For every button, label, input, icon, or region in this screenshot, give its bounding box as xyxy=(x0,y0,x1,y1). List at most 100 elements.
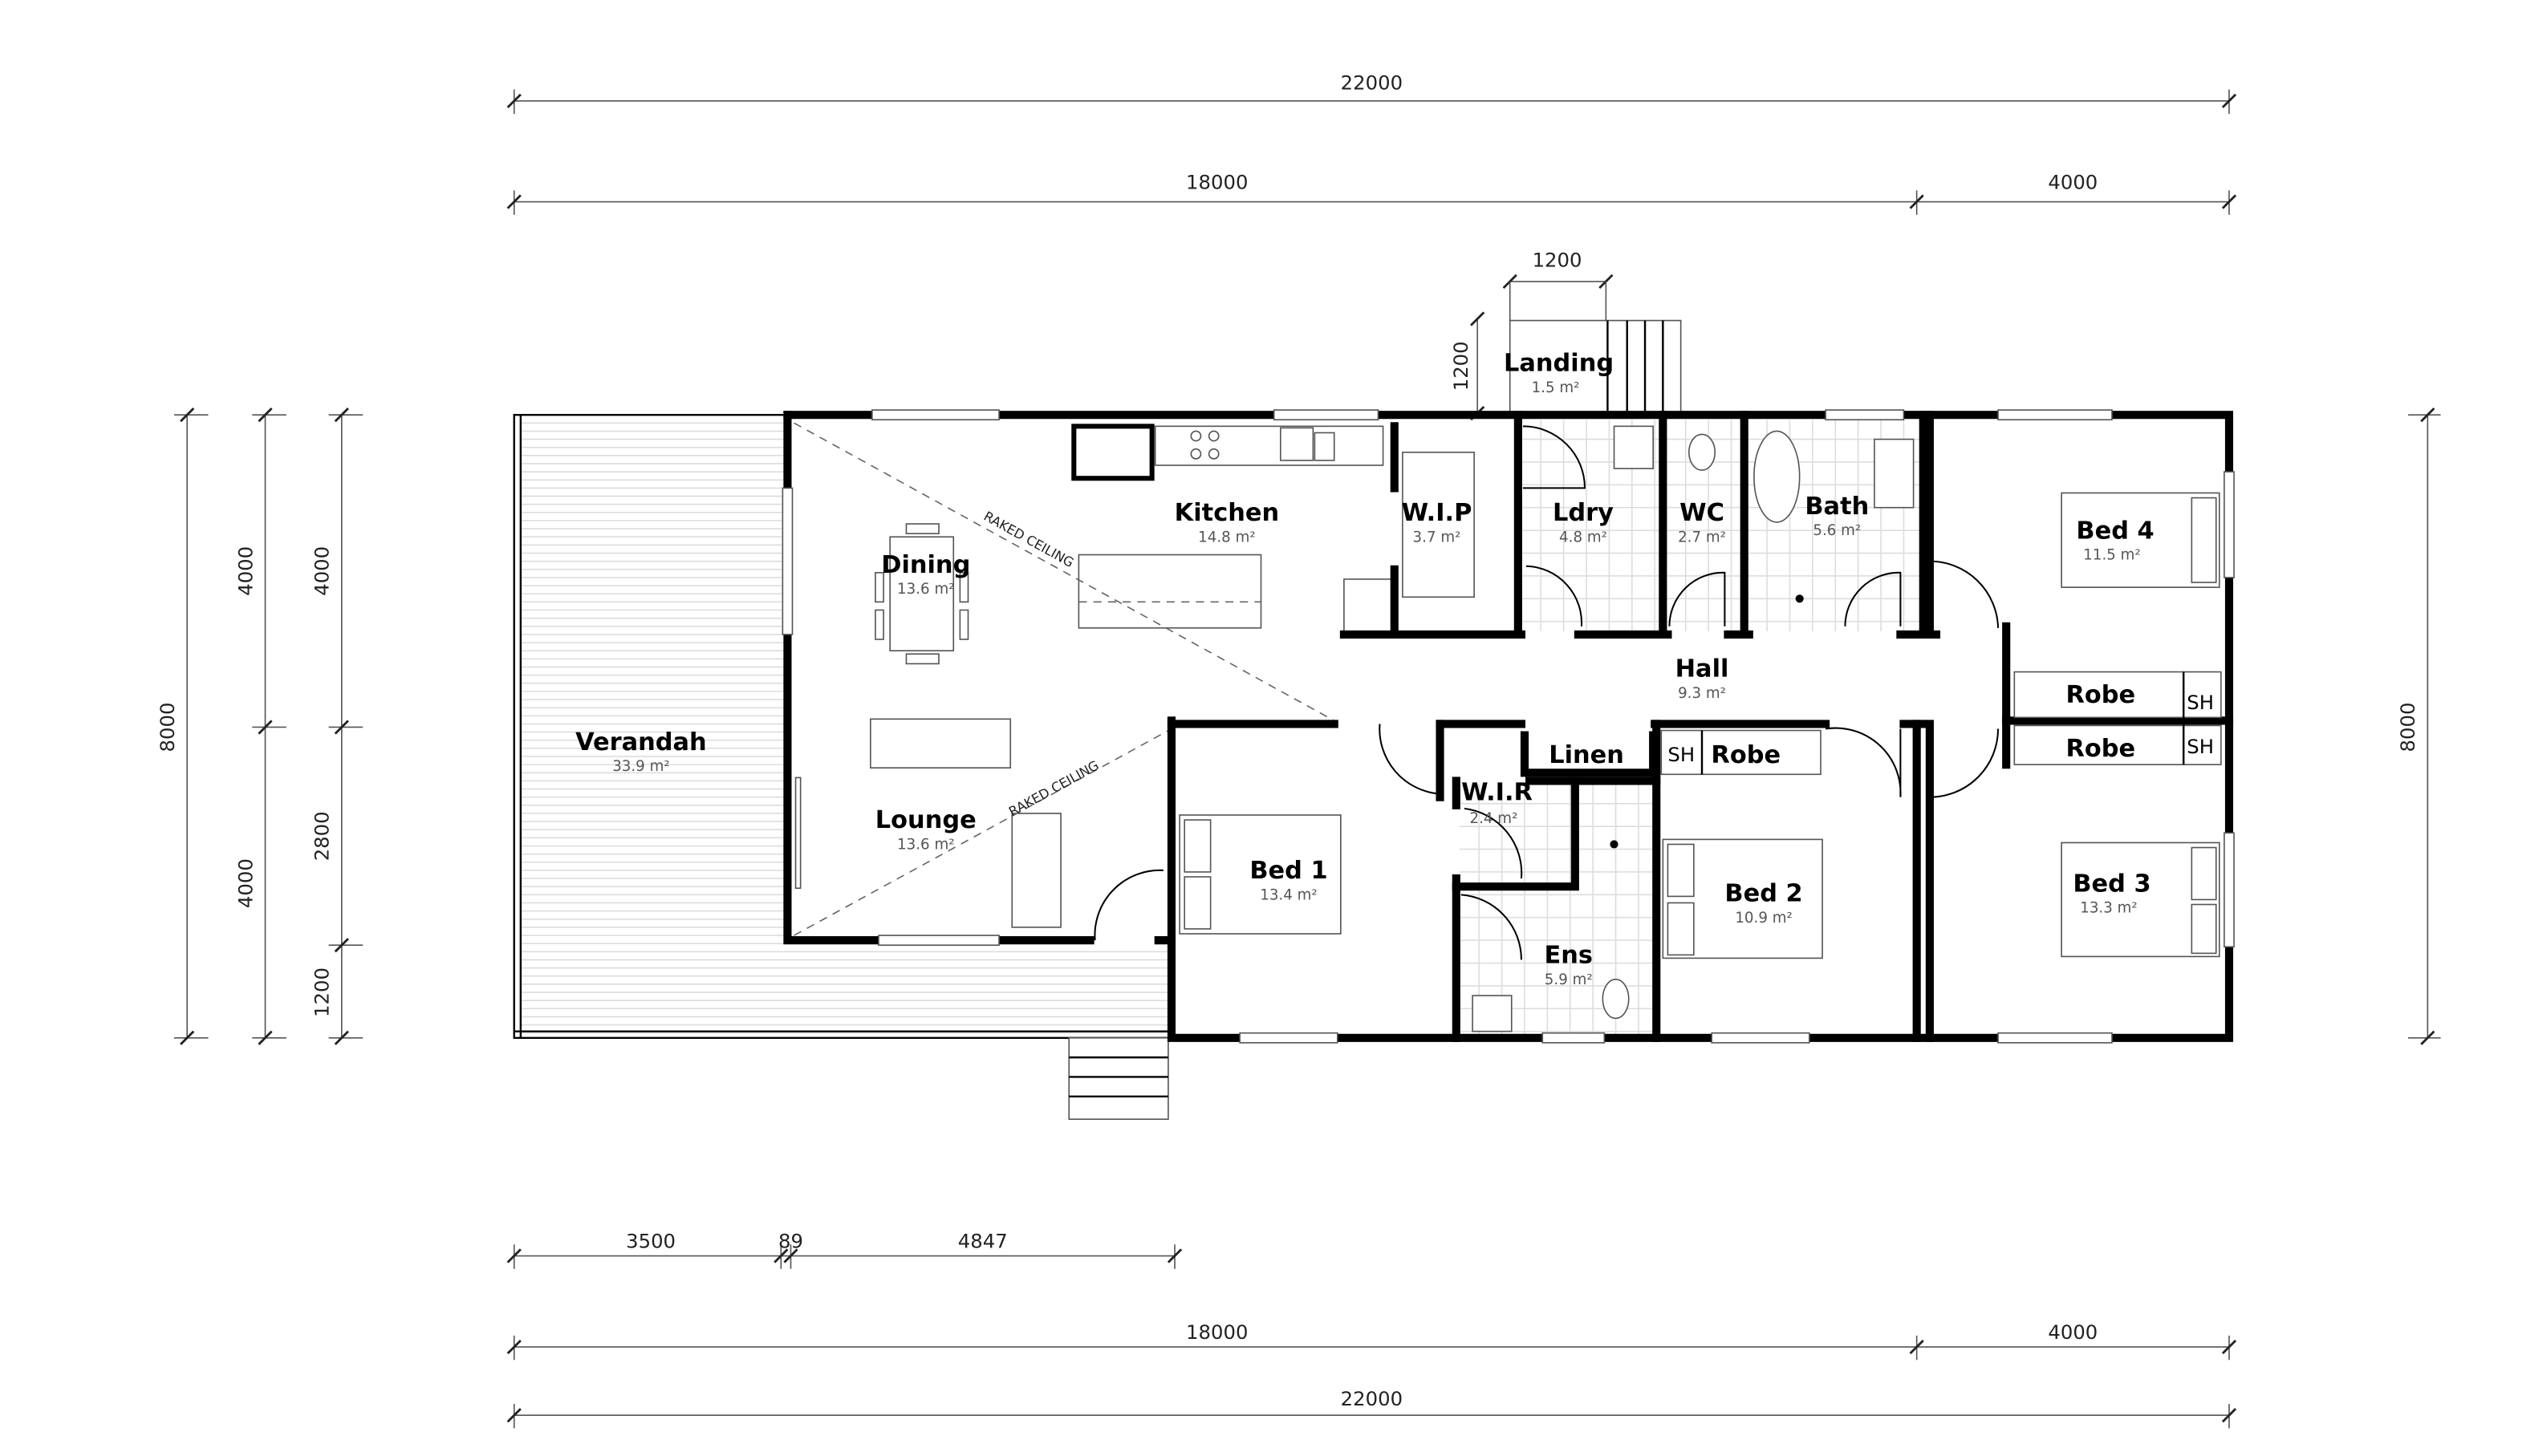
svg-text:Landing: Landing xyxy=(1504,349,1614,377)
bed-icon xyxy=(2061,842,2220,958)
dim-label: 4000 xyxy=(311,546,334,596)
room-bed-3: Bed 3 13.3 m² xyxy=(2073,870,2150,916)
svg-text:Bed 3: Bed 3 xyxy=(2073,870,2150,898)
fridge-icon xyxy=(1071,424,1155,481)
verandah-outline xyxy=(513,413,1172,1040)
room-wip: W.I.P 3.7 m² xyxy=(1402,499,1472,545)
dim-label: 89 xyxy=(778,1229,803,1252)
room-wc: WC 2.7 m² xyxy=(1678,499,1726,545)
dim-label: 3500 xyxy=(626,1229,676,1252)
svg-text:Bath: Bath xyxy=(1805,493,1869,521)
svg-text:11.5 m²: 11.5 m² xyxy=(2083,547,2140,564)
svg-text:Ldry: Ldry xyxy=(1553,499,1614,527)
svg-text:10.9 m²: 10.9 m² xyxy=(1735,910,1792,927)
armchair-icon xyxy=(1011,813,1062,928)
dim-label: 4000 xyxy=(2048,1320,2098,1344)
svg-text:Verandah: Verandah xyxy=(575,728,707,756)
dim-label: 22000 xyxy=(1341,71,1403,95)
svg-text:3.7 m²: 3.7 m² xyxy=(1413,529,1461,545)
room-lounge: Lounge 13.6 m² xyxy=(875,806,977,853)
room-bed-1: Bed 113.4 m² xyxy=(1249,857,1327,903)
room-labels: Verandah 33.9 m² Dining 13.6 m² Kitchen 14.… xyxy=(575,349,2214,988)
dim-label: 22000 xyxy=(1341,1387,1403,1410)
doors xyxy=(1094,425,2000,960)
room-bed-2: Bed 2 10.9 m² xyxy=(1724,879,1802,926)
svg-text:Bed 1: Bed 1 xyxy=(1249,857,1327,885)
svg-text:Ens: Ens xyxy=(1544,942,1593,970)
svg-text:Bed 4: Bed 4 xyxy=(2076,517,2154,545)
dim-label: 8000 xyxy=(2396,703,2419,752)
kitchen-bench xyxy=(1154,425,1384,466)
svg-text:Kitchen: Kitchen xyxy=(1175,499,1279,527)
fixtures xyxy=(870,424,2220,1032)
svg-text:WC: WC xyxy=(1679,499,1724,527)
svg-text:W.I.R: W.I.R xyxy=(1461,779,1533,807)
svg-text:2.4 m²: 2.4 m² xyxy=(1470,810,1518,827)
vanity-icon xyxy=(1874,438,1915,509)
sink-icon xyxy=(1280,427,1335,461)
svg-text:5.9 m²: 5.9 m² xyxy=(1545,971,1593,988)
dim-label: 4847 xyxy=(958,1229,1008,1252)
raked-ceiling-label: RAKED CEILING xyxy=(1006,757,1102,819)
room-dining: Dining 13.6 m² xyxy=(881,551,970,598)
svg-text:13.4 m²: 13.4 m² xyxy=(1260,886,1317,903)
dim-label: 1200 xyxy=(1449,341,1472,391)
toilet-icon xyxy=(1602,978,1630,1020)
svg-text:W.I.P: W.I.P xyxy=(1402,499,1472,527)
svg-text:13.6 m²: 13.6 m² xyxy=(897,581,954,598)
room-kitchen: Kitchen 14.8 m² xyxy=(1175,499,1279,545)
svg-text:13.3 m²: 13.3 m² xyxy=(2080,900,2137,917)
robe-label: Robe xyxy=(1711,741,1781,769)
tile-grid xyxy=(1459,420,1920,1035)
dim-label: 4000 xyxy=(234,858,257,908)
vanity-icon xyxy=(1472,995,1513,1032)
raked-ceiling-label: RAKED CEILING xyxy=(981,509,1077,570)
bathtub-icon xyxy=(1753,430,1801,523)
svg-text:2.7 m²: 2.7 m² xyxy=(1678,529,1726,545)
svg-text:5.6 m²: 5.6 m² xyxy=(1813,522,1861,539)
bed-icon xyxy=(1662,838,1823,959)
svg-text:14.8 m²: 14.8 m² xyxy=(1198,529,1255,545)
dim-top-overall: 22000 xyxy=(506,71,2237,115)
room-wir: W.I.R 2.4 m² xyxy=(1461,779,1533,827)
dim-label: 8000 xyxy=(156,703,179,752)
dim-label: 18000 xyxy=(1186,1320,1248,1344)
dim-label: 4000 xyxy=(234,546,257,596)
shower-drain-icon xyxy=(1610,840,1618,849)
svg-text:13.6 m²: 13.6 m² xyxy=(897,837,954,854)
dim-right: 8000 xyxy=(2396,408,2441,1045)
svg-text:Hall: Hall xyxy=(1675,655,1729,683)
svg-text:Dining: Dining xyxy=(881,551,970,579)
svg-text:4.8 m²: 4.8 m² xyxy=(1559,529,1607,545)
dim-label: 2800 xyxy=(311,811,334,861)
dim-label: 1200 xyxy=(1533,249,1582,272)
landing-stairs xyxy=(1509,319,1682,416)
room-bed-4: Bed 4 11.5 m² xyxy=(2076,517,2154,563)
svg-text:1.5 m²: 1.5 m² xyxy=(1532,379,1580,396)
walls xyxy=(783,411,2234,1042)
shelf-label: SH xyxy=(2187,735,2214,758)
cooktop-icon xyxy=(1190,430,1220,460)
room-hall: Hall 9.3 m² xyxy=(1675,655,1729,702)
dim-bottom: 3500 89 4847 18000 4000 22000 xyxy=(506,1229,2237,1429)
verandah-deck xyxy=(520,422,1168,1034)
room-laundry: Ldry 4.8 m² xyxy=(1553,499,1614,545)
robe-label: Robe xyxy=(2065,681,2135,709)
dim-left: 8000 4000 4000 4000 2800 1200 xyxy=(156,408,363,1045)
svg-text:Bed 2: Bed 2 xyxy=(1724,879,1802,907)
svg-text:Lounge: Lounge xyxy=(875,806,977,834)
windows xyxy=(782,409,2235,1044)
dimension-lines: 22000 18000 4000 1200 1200 8000 xyxy=(156,71,2441,1429)
dining-table-icon xyxy=(889,536,955,651)
svg-text:33.9 m²: 33.9 m² xyxy=(612,758,669,775)
shelf-label: SH xyxy=(1667,743,1695,766)
room-verandah: Verandah 33.9 m² xyxy=(575,728,707,775)
shelf-label: SH xyxy=(2187,691,2214,714)
wip-shelf xyxy=(1402,451,1475,598)
bed-icon xyxy=(2061,492,2220,588)
linen-label: Linen xyxy=(1549,741,1624,769)
sofa-icon xyxy=(870,718,1012,769)
svg-text:9.3 m²: 9.3 m² xyxy=(1678,685,1726,702)
